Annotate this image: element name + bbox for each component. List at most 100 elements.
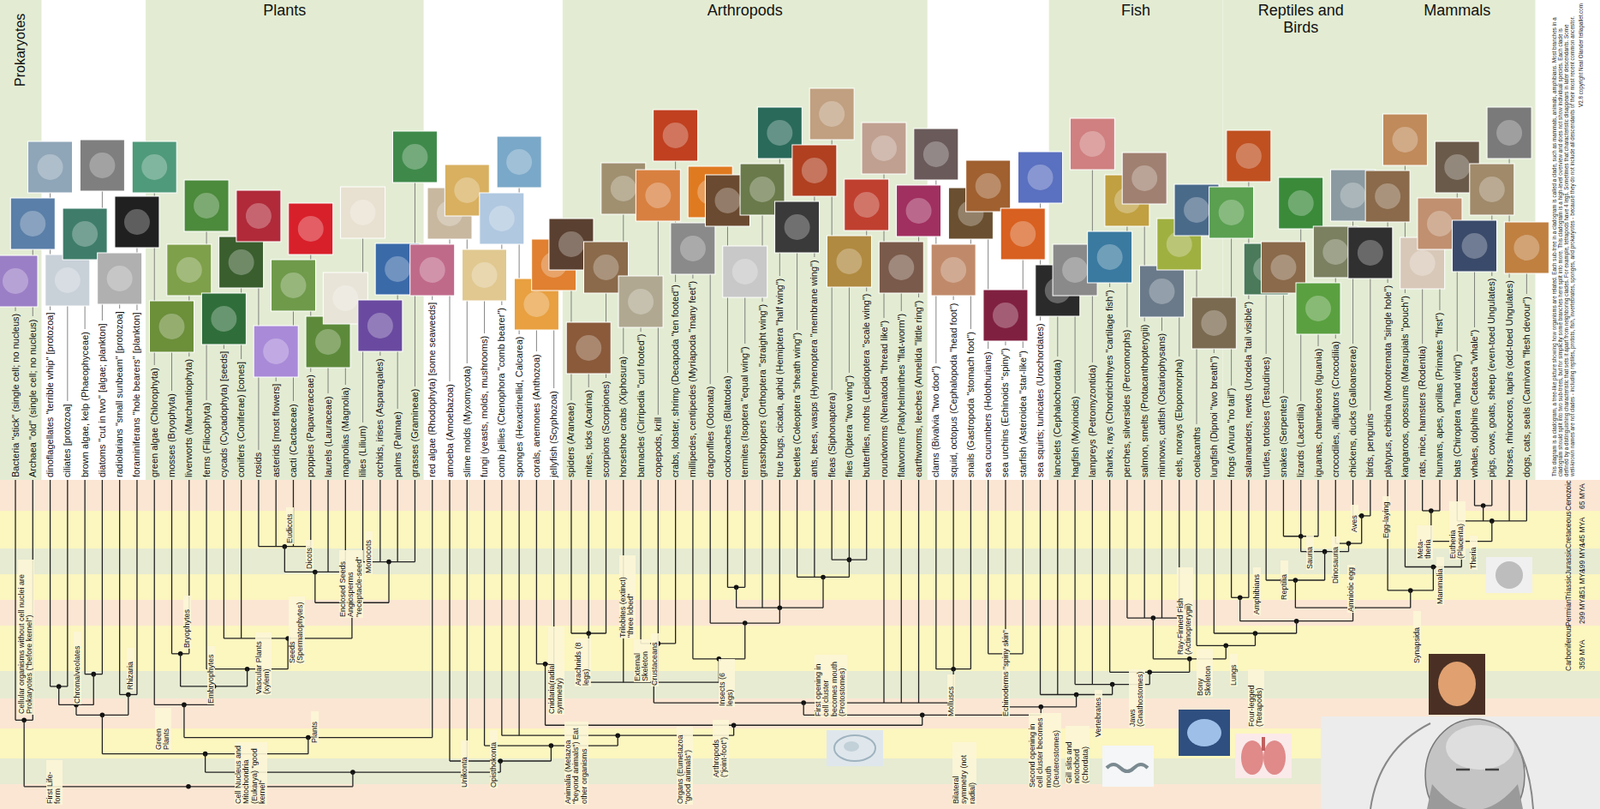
branch-line — [550, 745, 552, 761]
leader-line — [640, 327, 642, 332]
taxon-label: termites (Isoptera "equal wing") — [739, 346, 751, 478]
branch-line — [1300, 479, 1302, 537]
branch-line — [1195, 479, 1197, 645]
leader-line — [431, 295, 433, 300]
taxon-label: slime molds (Myxomycota) — [461, 365, 473, 478]
branch-line — [1239, 597, 1241, 621]
branch-line — [246, 668, 248, 687]
branch-line — [605, 479, 607, 633]
clade-label: Mammalia — [1436, 556, 1445, 605]
taxon-label: starfish (Asteroidea "star-like") — [1017, 350, 1029, 478]
organism-photo — [906, 197, 932, 224]
branch-line — [1004, 479, 1006, 654]
organism-photo — [236, 190, 281, 242]
branch-line — [284, 546, 286, 573]
branch-line — [388, 561, 389, 603]
organism-photo — [89, 152, 115, 179]
organism-photo — [861, 122, 907, 174]
taxon-label: dragonflies (Odonata) — [704, 386, 717, 478]
leader-line — [588, 373, 590, 388]
clade-label: Egg-laying — [1382, 496, 1391, 540]
larva-picture — [1102, 745, 1154, 787]
era-name: Triassic — [1564, 574, 1573, 600]
clade-dot — [185, 783, 192, 789]
branch-line — [204, 753, 206, 772]
taxon-label: asterids [most flowers] — [270, 383, 282, 478]
organism-photo — [644, 182, 671, 209]
branch-line — [93, 674, 95, 705]
clade-label: First opening in cell cluster becomes mo… — [814, 653, 848, 717]
taxon-label: pigs, cows, goats, sheep (even-toed Ungu… — [1486, 278, 1498, 478]
organism-photo — [618, 275, 663, 328]
branch-line — [935, 479, 937, 669]
organism-photo — [1504, 221, 1549, 274]
organism-photo — [896, 185, 942, 237]
branch-line — [1074, 479, 1075, 685]
era-name: Permian — [1564, 598, 1573, 627]
organism-photo — [1097, 244, 1123, 270]
taxon-label: clams (Bivalvia "two door") — [930, 365, 942, 478]
clade-label: Vascular Plants (xylem) — [255, 631, 272, 694]
fetus-picture — [1428, 653, 1486, 715]
leader-line — [1213, 348, 1215, 353]
clade-label: Cnidaria(radial symmetry) — [548, 626, 565, 715]
organism-photo — [141, 154, 168, 180]
organism-photo — [1462, 232, 1488, 259]
taxon-label: fungi (yeasts, molds, mushrooms) — [478, 335, 490, 478]
taxon-label: fleas (Siphonaptera) — [826, 392, 838, 478]
branch-line — [275, 479, 277, 547]
taxon-label: millipedes, centipedes (Myriapoda "many … — [686, 280, 699, 478]
taxon-label: whales, dolphins (Cetacea "whale") — [1468, 329, 1481, 478]
branch-line — [1247, 479, 1249, 598]
clade-label: Jaws (Gnathostomes) — [1128, 668, 1146, 728]
organism-photo — [1357, 239, 1384, 266]
darwin-portrait — [1425, 718, 1525, 809]
leader-line — [536, 329, 538, 352]
organism-photo — [176, 256, 203, 283]
clade-label: Animalia (Metazoa "beyond animals") Eat … — [564, 721, 589, 805]
clade-label: Four-legged (Tetrapods) — [1247, 668, 1265, 728]
organism-photo — [775, 201, 820, 253]
cell-picture — [826, 729, 884, 766]
branch-line — [500, 760, 502, 772]
taxon-label: copepods, krill — [652, 417, 664, 478]
clade-label: Organs (Eumetazoa "good animals") — [676, 726, 693, 805]
organism-photo — [1340, 182, 1367, 209]
organism-photo — [653, 109, 699, 162]
organism-photo — [1486, 107, 1532, 159]
branch-line — [1022, 479, 1024, 654]
taxon-label: horseshoe crabs (Xiphosura) — [617, 356, 629, 478]
branch-line — [744, 479, 746, 587]
organism-photo — [1122, 152, 1167, 204]
era-band — [0, 573, 1600, 600]
organism-photo — [350, 199, 377, 226]
taxon-label: dogs, cats, seals (Carnivora "flesh devo… — [1521, 296, 1533, 478]
branch-line — [544, 663, 546, 726]
group-heading: Reptiles and Birds — [1253, 0, 1350, 37]
organism-photo — [593, 254, 620, 281]
clade-label: Reptilia — [1280, 560, 1289, 601]
leader-line — [1004, 340, 1006, 346]
organism-photo — [610, 175, 637, 202]
taxon-label: lampreys (Petromyzontida) — [1086, 364, 1099, 478]
taxon-label: sea cucumbers (Holothurians) — [982, 351, 994, 478]
branch-line — [779, 479, 781, 608]
branch-line — [727, 479, 729, 587]
embryo-icon — [1495, 561, 1523, 589]
branch-line — [431, 479, 433, 738]
branch-line — [865, 479, 867, 560]
organism-photo — [1374, 183, 1401, 209]
organism-photo — [62, 208, 108, 260]
lungs-picture — [1235, 733, 1292, 778]
taxon-label: cycads (Cycadophyta) [seeds] — [218, 351, 230, 478]
branch-line — [1369, 479, 1371, 516]
taxon-label: roundworms (Nematoda "thread like") — [878, 320, 890, 478]
branch-line — [414, 479, 416, 562]
branch-line — [692, 479, 693, 659]
taxon-label: mites, ticks (Acarina) — [583, 389, 595, 478]
branch-line — [307, 737, 309, 754]
organism-photo — [0, 255, 38, 307]
organism-photo — [801, 157, 828, 184]
organism-photo — [79, 139, 125, 192]
branch-line — [952, 479, 954, 669]
